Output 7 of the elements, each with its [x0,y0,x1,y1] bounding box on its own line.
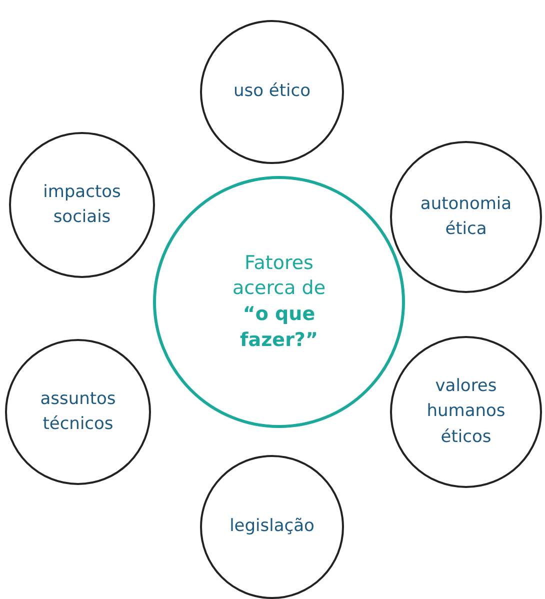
center-label: Fatores acerca de “o que fazer?” [231,250,327,353]
topic-label: autonomia ética [419,192,513,241]
topic-label: legislação [230,515,314,538]
topic-label: uso ético [233,80,311,104]
topic-label: valores humanos éticos [426,374,506,449]
topic-label: assuntos técnicos [39,388,117,436]
topic-label: impactos sociais [42,180,122,229]
